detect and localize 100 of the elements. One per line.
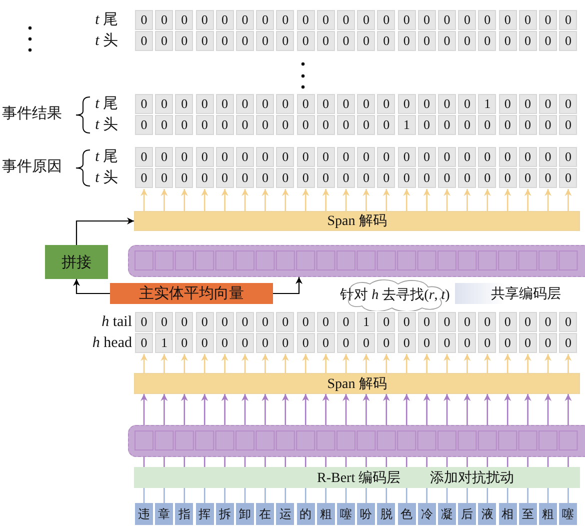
token-box: 章 bbox=[155, 503, 174, 525]
grid-cell: 0 bbox=[216, 31, 234, 51]
layer-label: R-Bert 编码层 bbox=[317, 470, 401, 487]
grid-cell: 0 bbox=[539, 168, 557, 188]
connector-line bbox=[304, 488, 306, 503]
grid-cell: 0 bbox=[216, 168, 234, 188]
grid-cell: 0 bbox=[316, 10, 335, 30]
grid-cell: 0 bbox=[357, 333, 376, 353]
grid-cell: 0 bbox=[296, 312, 315, 332]
connector-line bbox=[506, 457, 508, 467]
token-box: 粗 bbox=[316, 503, 335, 525]
arrow bbox=[544, 189, 552, 211]
token-box: 凝 bbox=[438, 503, 456, 525]
connector-line bbox=[406, 457, 408, 467]
grid-cell: 0 bbox=[196, 333, 214, 353]
encoder-bar bbox=[134, 467, 580, 488]
arrow bbox=[342, 354, 350, 373]
arrow bbox=[484, 354, 491, 373]
grid-cell: 0 bbox=[196, 147, 214, 167]
grid-cell: 0 bbox=[196, 94, 214, 114]
grid-cell: 0 bbox=[175, 31, 194, 51]
grid-cell: 0 bbox=[135, 10, 153, 30]
connector-line bbox=[325, 457, 326, 467]
grid-cell: 0 bbox=[236, 31, 254, 51]
grid-cell: 0 bbox=[478, 115, 496, 135]
connector-line bbox=[345, 488, 347, 503]
grid-cell: 0 bbox=[135, 168, 153, 188]
connector-line bbox=[184, 488, 186, 503]
token-box: 拆 bbox=[216, 503, 234, 525]
token-box: 运 bbox=[276, 503, 294, 525]
arrow bbox=[484, 394, 491, 425]
arrow bbox=[362, 354, 370, 373]
grid-cell: 0 bbox=[539, 31, 557, 51]
grid-cell: 0 bbox=[316, 147, 335, 167]
token-box: 粗 bbox=[539, 503, 557, 525]
grid-cell: 0 bbox=[337, 147, 355, 167]
grid-cell: 0 bbox=[418, 115, 436, 135]
arrow bbox=[140, 189, 148, 211]
encoder-layer-bar bbox=[128, 425, 585, 457]
grid-cell: 0 bbox=[155, 147, 174, 167]
grid-cell: 0 bbox=[175, 115, 194, 135]
grid-cell: 0 bbox=[135, 333, 153, 353]
token-box: 冷 bbox=[418, 503, 436, 525]
grid-cell: 0 bbox=[236, 168, 254, 188]
grid-cell: 0 bbox=[438, 10, 456, 30]
grid-cell: 0 bbox=[276, 10, 294, 30]
arrow bbox=[464, 354, 471, 373]
grid-cell: 0 bbox=[196, 168, 214, 188]
connector-line bbox=[446, 457, 448, 467]
arrow bbox=[564, 394, 572, 425]
grid-cell: 0 bbox=[458, 10, 476, 30]
grid-cell: 0 bbox=[155, 31, 174, 51]
token-box: 指 bbox=[175, 503, 194, 525]
arrow bbox=[544, 354, 552, 373]
connector-line bbox=[164, 457, 165, 467]
grid-cell: 0 bbox=[498, 168, 517, 188]
row-label: t 尾 bbox=[94, 95, 118, 114]
grid-cell: 0 bbox=[296, 31, 315, 51]
grid-cell: 0 bbox=[398, 147, 416, 167]
row-label: h head bbox=[91, 334, 132, 353]
connector-line bbox=[426, 457, 428, 467]
arrow bbox=[322, 189, 330, 211]
grid-cell: 0 bbox=[498, 312, 517, 332]
arrow bbox=[504, 394, 512, 425]
grid-cell: 0 bbox=[337, 168, 355, 188]
arrow bbox=[140, 394, 148, 425]
grid-cell: 0 bbox=[296, 168, 315, 188]
grid-cell: 0 bbox=[216, 115, 234, 135]
arrow bbox=[524, 354, 532, 373]
grid-cell: 0 bbox=[135, 31, 153, 51]
arrow bbox=[382, 394, 390, 425]
arrow bbox=[524, 394, 532, 425]
connector-line bbox=[284, 457, 286, 467]
grid-cell: 0 bbox=[559, 312, 578, 332]
grid-cell: 0 bbox=[498, 115, 517, 135]
grid-cell: 0 bbox=[518, 10, 537, 30]
token-box: 违 bbox=[135, 503, 153, 525]
grid-cell: 0 bbox=[155, 115, 174, 135]
arrow bbox=[221, 394, 228, 425]
connector-line bbox=[547, 457, 549, 467]
grid-cell: 0 bbox=[276, 333, 294, 353]
concat-box: 拼接 bbox=[45, 245, 108, 279]
grid-cell: 0 bbox=[236, 312, 254, 332]
grid-cell: 0 bbox=[418, 31, 436, 51]
grid-cell: 0 bbox=[518, 94, 537, 114]
arrow bbox=[273, 277, 302, 294]
grid-cell: 0 bbox=[256, 115, 274, 135]
grid-cell: 0 bbox=[559, 115, 578, 135]
grid-cell: 0 bbox=[216, 312, 234, 332]
grid-cell: 0 bbox=[377, 147, 396, 167]
connector-line bbox=[325, 488, 326, 503]
arrow bbox=[464, 394, 471, 425]
grid-cell: 0 bbox=[357, 10, 376, 30]
grid-cell: 0 bbox=[175, 10, 194, 30]
token-box: 色 bbox=[398, 503, 416, 525]
grid-cell: 0 bbox=[196, 10, 214, 30]
arrow bbox=[362, 189, 370, 211]
arrow bbox=[564, 189, 572, 211]
grid-cell: 0 bbox=[135, 312, 153, 332]
grid-cell: 0 bbox=[438, 333, 456, 353]
